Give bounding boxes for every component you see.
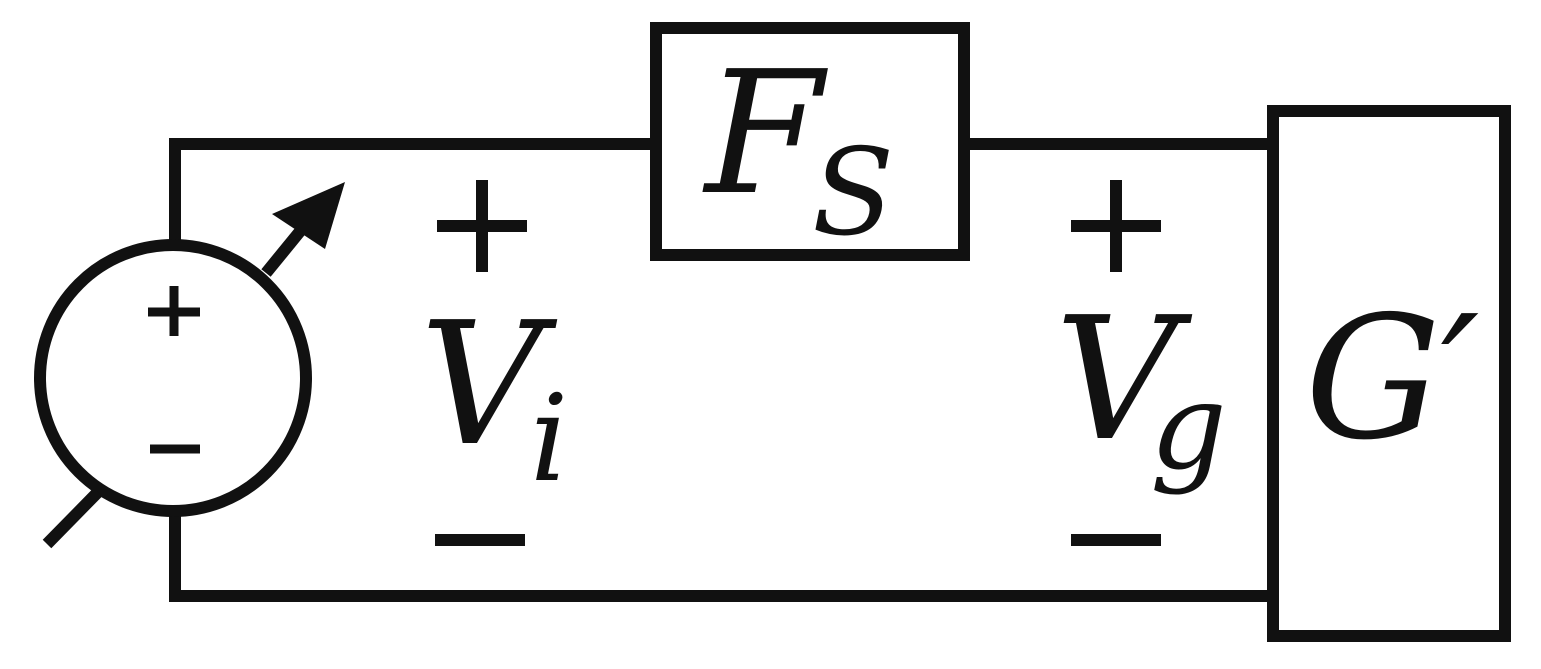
vg-label-sub: g <box>1150 358 1227 497</box>
top-left-wire <box>169 138 656 244</box>
bottom-wire <box>169 514 1273 602</box>
fs-box <box>650 22 970 261</box>
wires <box>169 138 1273 602</box>
vg-plus-sign <box>1071 180 1161 272</box>
source-plus-sign <box>148 286 200 336</box>
vg-label-main: V <box>1055 281 1193 479</box>
variable-voltage-source <box>34 182 345 549</box>
vi-label-sub: i <box>530 370 568 509</box>
vg-voltage-label: V g <box>1055 180 1227 546</box>
fs-block: F S <box>650 22 970 263</box>
vi-plus-sign <box>437 180 527 272</box>
vi-voltage-label: V i <box>420 180 568 546</box>
variable-arrow <box>42 182 345 549</box>
gprime-block: G′ <box>1267 105 1511 642</box>
gprime-label: G′ <box>1305 280 1479 478</box>
gprime-box <box>1267 105 1511 642</box>
fs-label-sub: S <box>812 124 894 263</box>
fs-label-main: F <box>702 35 828 233</box>
source-circle <box>34 239 312 517</box>
vi-label-main: V <box>420 286 558 484</box>
